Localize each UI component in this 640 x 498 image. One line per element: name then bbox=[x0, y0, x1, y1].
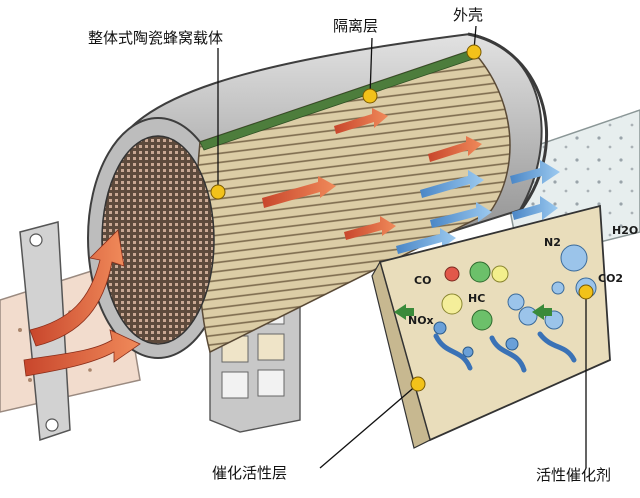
molecule bbox=[507, 293, 525, 311]
molecule bbox=[444, 266, 460, 282]
callout-leaders bbox=[217, 25, 587, 469]
label-washcoat: 催化活性层 bbox=[212, 464, 288, 482]
callout-dot-washcoat bbox=[410, 376, 426, 392]
flow-arrow-clean bbox=[510, 160, 560, 184]
flow-arrow-clean bbox=[512, 196, 558, 220]
molecule bbox=[462, 346, 474, 358]
callout-dot-monolith bbox=[210, 184, 226, 200]
species-co2: CO2 bbox=[598, 272, 623, 285]
flow-arrow-clean bbox=[430, 202, 492, 228]
callout-dot-catalyst bbox=[578, 284, 594, 300]
label-insulation-layer: 隔离层 bbox=[333, 17, 379, 35]
monolith-inlet-face bbox=[101, 135, 215, 345]
species-n2: N2 bbox=[544, 236, 561, 249]
flow-arrow-clean bbox=[420, 170, 484, 198]
callout-dot-insulation bbox=[362, 88, 378, 104]
molecule bbox=[441, 293, 463, 315]
species-hc: HC bbox=[468, 292, 485, 305]
molecule bbox=[433, 321, 447, 335]
callout-dot-shell bbox=[466, 44, 482, 60]
molecule bbox=[505, 337, 519, 351]
flow-arrow-clean bbox=[396, 228, 456, 254]
flow-arrow-hot bbox=[262, 176, 336, 208]
catalyst-molecules bbox=[433, 244, 597, 358]
molecule bbox=[469, 261, 491, 283]
nox-arrow-icon bbox=[394, 304, 414, 320]
species-h2o: H2O bbox=[612, 224, 638, 237]
flow-arrow-hot bbox=[334, 108, 388, 134]
washcoat-pores bbox=[433, 331, 577, 373]
flow-arrows bbox=[262, 108, 560, 254]
label-active-catalyst: 活性催化剂 bbox=[536, 466, 612, 484]
label-shell: 外壳 bbox=[453, 6, 484, 24]
molecule bbox=[518, 306, 538, 326]
callout-dots bbox=[210, 44, 594, 392]
flow-arrow-hot bbox=[428, 136, 482, 162]
molecule bbox=[471, 309, 493, 331]
molecule bbox=[491, 265, 509, 283]
flow-arrow-hot bbox=[344, 216, 396, 240]
label-monolith: 整体式陶瓷蜂窝载体 bbox=[88, 29, 224, 47]
species-nox: NOx bbox=[408, 314, 434, 327]
molecule bbox=[560, 244, 588, 272]
exhaust-inflow-arrows bbox=[23, 229, 141, 377]
molecule bbox=[551, 281, 565, 295]
co-arrow-icon bbox=[532, 304, 552, 320]
species-co: CO bbox=[414, 274, 431, 287]
